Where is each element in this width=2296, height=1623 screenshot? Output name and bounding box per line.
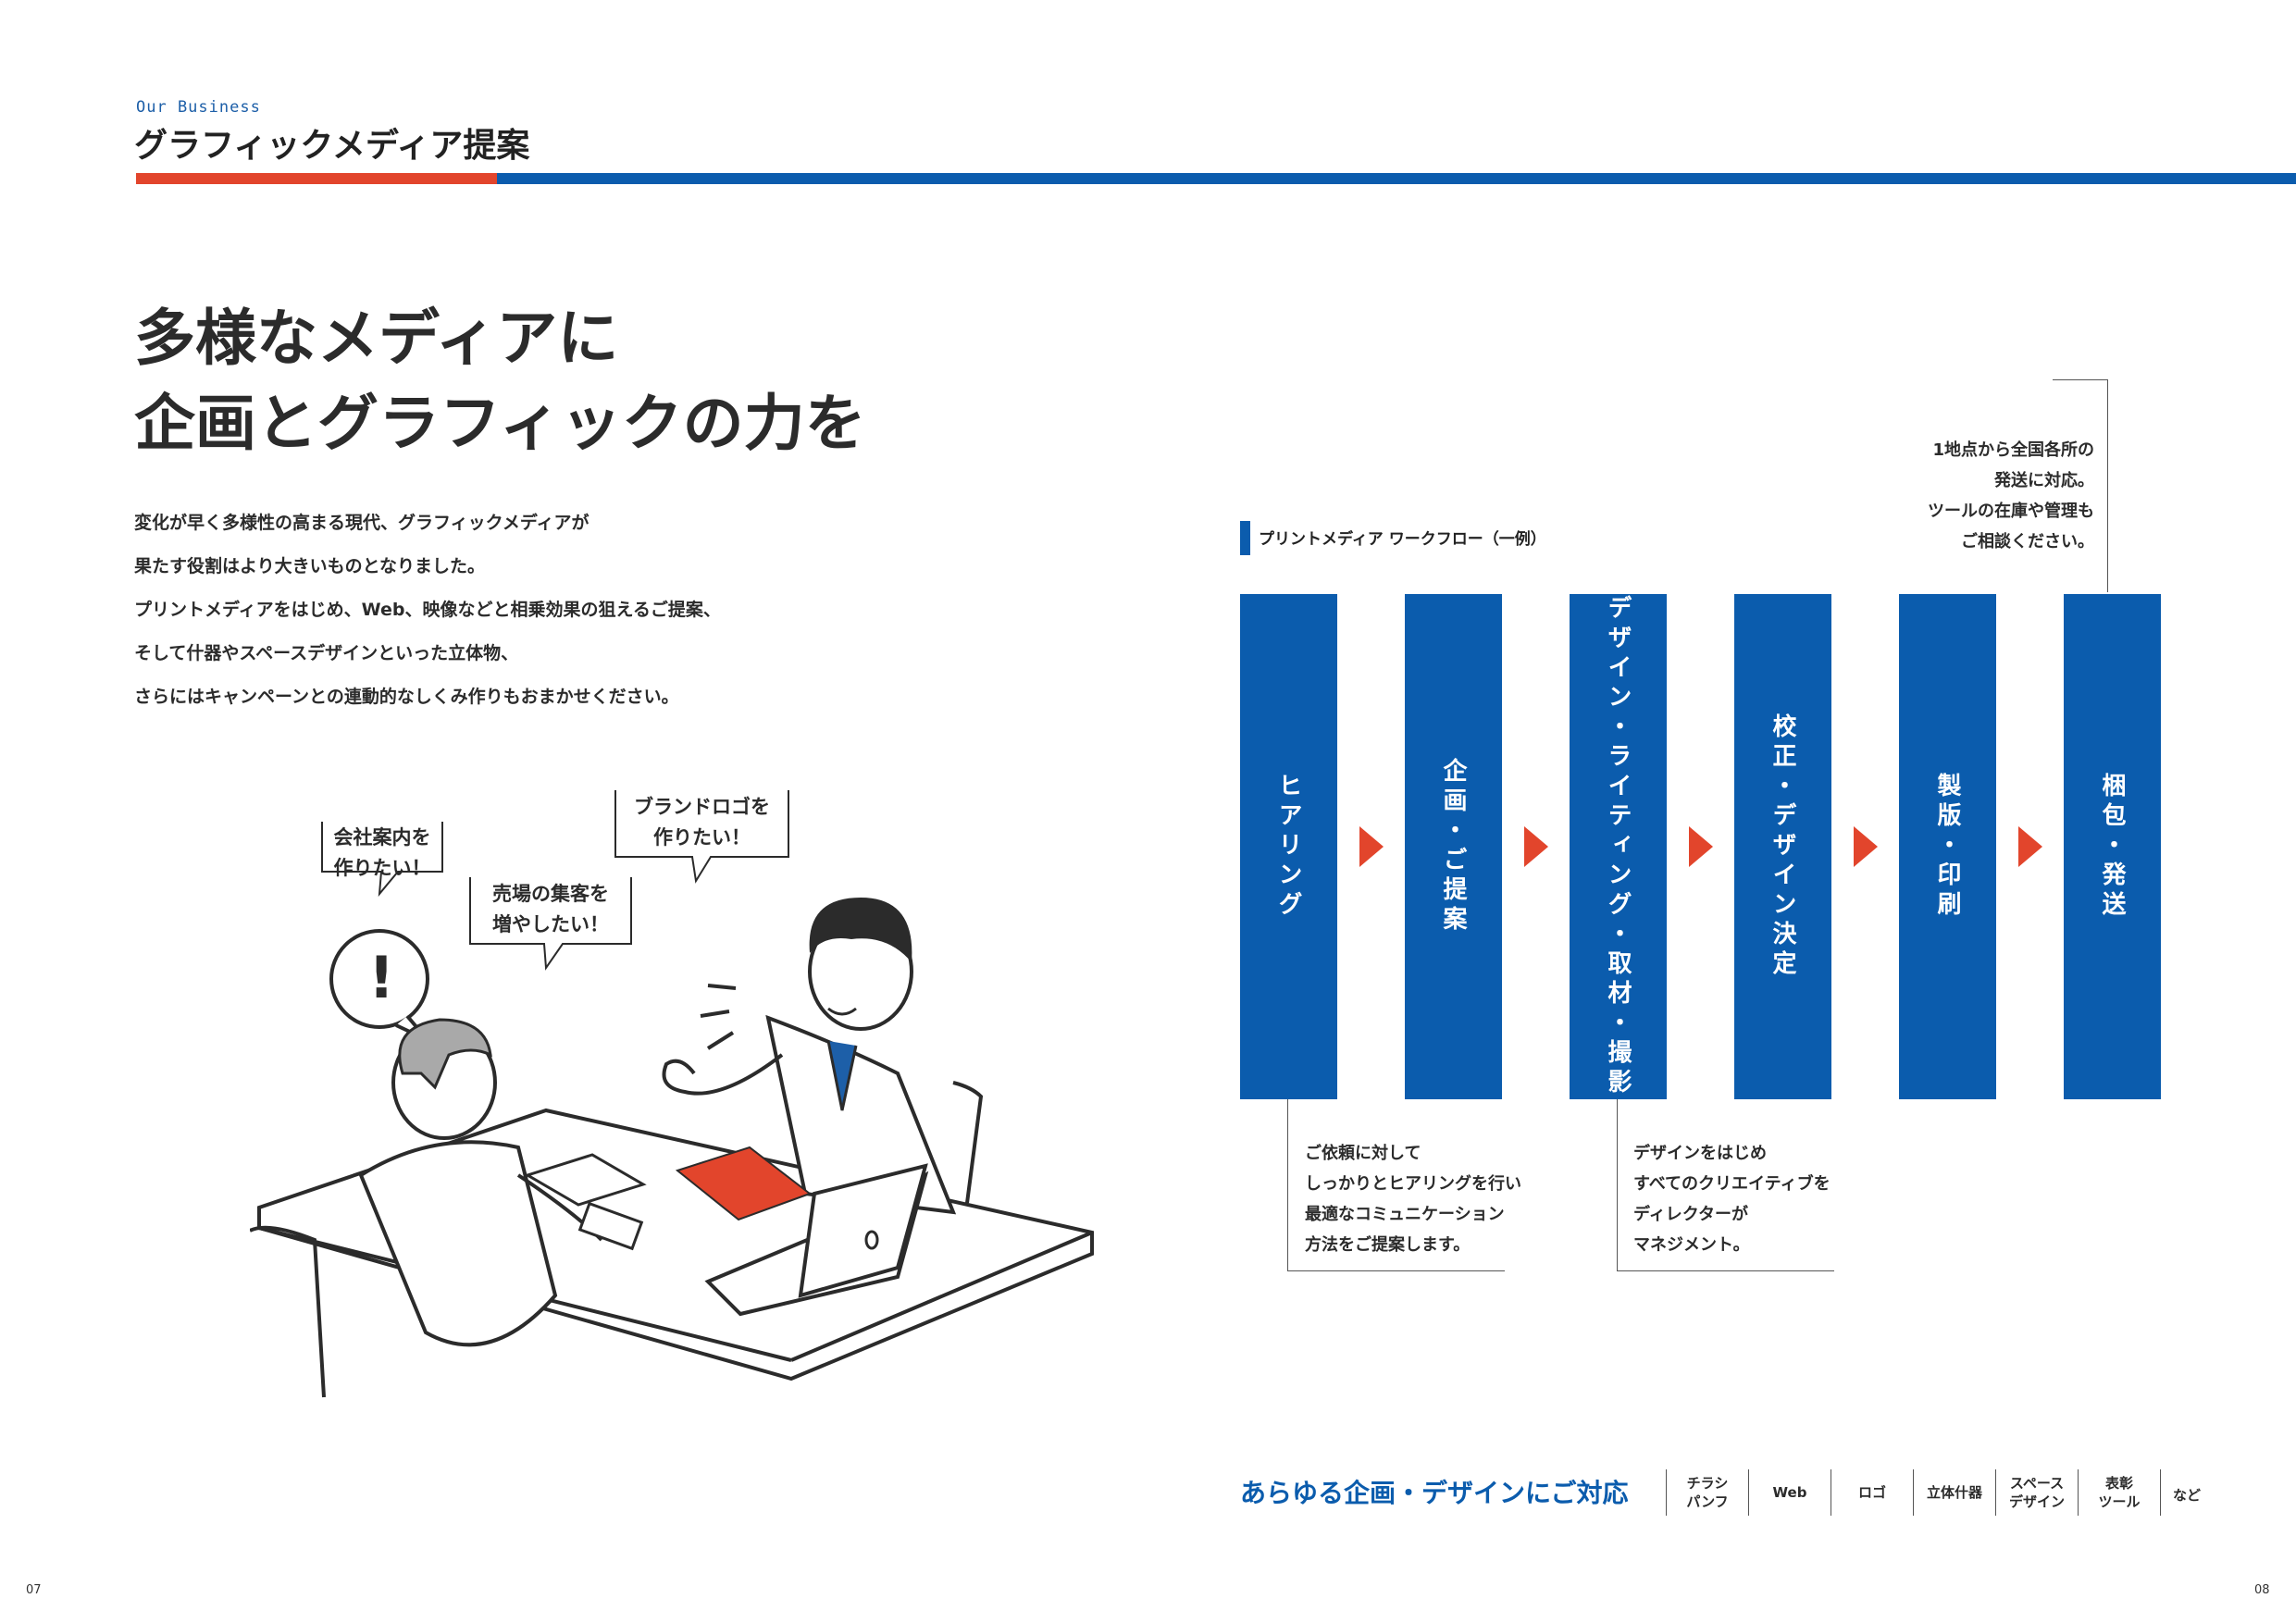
speech-bubble-1 bbox=[321, 822, 443, 898]
note-top: 1地点から全国各所の 発送に対応。 ツールの在庫や管理も ご相談ください。 bbox=[1832, 435, 2094, 557]
speech-bubble-3 bbox=[614, 790, 789, 884]
note-line: デザインをはじめ bbox=[1633, 1144, 1767, 1163]
arrow-right-icon bbox=[1854, 826, 1878, 867]
step-label: デザイン・ライティング・取材・撮影 bbox=[1604, 595, 1632, 1098]
note-mid-bracket bbox=[1617, 1099, 1834, 1271]
step-label: 梱包・発送 bbox=[2098, 773, 2126, 921]
note-line: しっかりとヒアリングを行い bbox=[1305, 1174, 1521, 1194]
tag-divider bbox=[2160, 1469, 2162, 1516]
services-caption: あらゆる企画・デザインにご対応 bbox=[1240, 1478, 1629, 1508]
tag-line: デザイン bbox=[2008, 1493, 2065, 1510]
page-number-left: 07 bbox=[26, 1583, 42, 1597]
note-line: すべてのクリエイティブを bbox=[1633, 1174, 1831, 1194]
note-line: マネジメント。 bbox=[1633, 1235, 1750, 1255]
speech-bubble-2-text: 売場の集客を 増やしたい！ bbox=[470, 879, 631, 940]
note-line: ご相談ください。 bbox=[1961, 532, 2094, 551]
step-label: 校正・デザイン決定 bbox=[1769, 713, 1796, 980]
workflow-step-hearing: ヒアリング bbox=[1240, 594, 1337, 1099]
body-line: 果たす役割はより大きいものとなりました。 bbox=[134, 556, 486, 576]
speech-line: 作りたい！ bbox=[333, 857, 431, 879]
tag-award-tool: 表彰ツール bbox=[2078, 1469, 2160, 1516]
chair-right bbox=[952, 1081, 984, 1204]
speech-line: ブランドロゴを bbox=[634, 796, 770, 818]
note-left: ご依頼に対して しっかりとヒアリングを行い 最適なコミュニケーション 方法をご提… bbox=[1305, 1138, 1521, 1260]
speech-line: 増やしたい！ bbox=[492, 913, 609, 935]
tag-line: ツール bbox=[2098, 1493, 2141, 1510]
workflow-step-planning: 企画・ご提案 bbox=[1405, 594, 1502, 1099]
exclamation-icon: ! bbox=[368, 944, 395, 1011]
note-line: 1地点から全国各所の bbox=[1932, 440, 2094, 460]
note-line: 最適なコミュニケーション bbox=[1305, 1205, 1505, 1224]
step-label: 製版・印刷 bbox=[1933, 773, 1961, 921]
eyebrow-label: Our Business bbox=[136, 98, 261, 117]
man-left-body bbox=[358, 1140, 558, 1347]
tag-line: スペース bbox=[2009, 1475, 2065, 1492]
page-number-right: 08 bbox=[2254, 1583, 2270, 1597]
tag-line: 表彰 bbox=[2104, 1475, 2133, 1492]
section-title: グラフィックメディア提案 bbox=[134, 127, 530, 165]
workflow-label-marker bbox=[1240, 521, 1250, 555]
note-line: 方法をご提案します。 bbox=[1305, 1235, 1471, 1255]
speech-bubble-1-text: 会社案内を 作りたい！ bbox=[322, 823, 442, 884]
note-line: 発送に対応。 bbox=[1994, 471, 2094, 490]
arrow-right-icon bbox=[1359, 826, 1384, 867]
note-top-line bbox=[2107, 379, 2110, 592]
note-top-rule bbox=[2053, 379, 2108, 382]
speech-line: 売場の集客を bbox=[492, 883, 609, 905]
speech-bubble-2 bbox=[469, 877, 632, 971]
workflow-step-printing: 製版・印刷 bbox=[1899, 594, 1996, 1099]
speech-line: 会社案内を bbox=[333, 826, 431, 849]
headline-line-1: 多様なメディアに bbox=[134, 303, 619, 374]
body-line: プリントメディアをはじめ、Web、映像などと相乗効果の狙えるご提案、 bbox=[134, 600, 721, 620]
workflow-step-shipping: 梱包・発送 bbox=[2064, 594, 2161, 1099]
body-line: 変化が早く多様性の高まる現代、グラフィックメディアが bbox=[134, 513, 590, 533]
speech-line: 作りたい！ bbox=[653, 826, 751, 849]
arrow-right-icon bbox=[1524, 826, 1548, 867]
workflow-step-proofing: 校正・デザイン決定 bbox=[1734, 594, 1831, 1099]
headline-line-2: 企画とグラフィックの力を bbox=[134, 388, 866, 459]
exclaim-bubble bbox=[329, 929, 429, 1029]
headline: 多様なメディアに 企画とグラフィックの力を bbox=[134, 296, 866, 466]
tag-line: チラシ bbox=[1686, 1475, 1729, 1492]
tag-fixture: 立体什器 bbox=[1913, 1469, 1995, 1516]
tag-logo: ロゴ bbox=[1831, 1469, 1913, 1516]
note-line: ツールの在庫や管理も bbox=[1928, 502, 2094, 521]
tie bbox=[826, 1040, 858, 1111]
tag-line: パンフ bbox=[1686, 1493, 1729, 1510]
tag-etc: など bbox=[2173, 1487, 2202, 1504]
note-mid: デザインをはじめ すべてのクリエイティブを ディレクターが マネジメント。 bbox=[1633, 1138, 1831, 1260]
body-line: そして什器やスペースデザインといった立体物、 bbox=[134, 643, 519, 663]
step-label: ヒアリング bbox=[1274, 773, 1302, 921]
note-left-bracket bbox=[1287, 1099, 1505, 1271]
header-rule-blue bbox=[497, 173, 2296, 184]
body-line: さらにはキャンペーンとの連動的なしくみ作りもおまかせください。 bbox=[134, 687, 679, 707]
tag-flyer: チラシパンフ bbox=[1666, 1469, 1748, 1516]
workflow-label: プリントメディア ワークフロー（一例） bbox=[1259, 530, 1546, 549]
meeting-illustration bbox=[250, 790, 1094, 1398]
tag-web: Web bbox=[1748, 1469, 1831, 1516]
tag-line: Web bbox=[1772, 1484, 1807, 1501]
header-rule-red bbox=[136, 173, 497, 184]
speech-bubble-3-text: ブランドロゴを 作りたい！ bbox=[615, 792, 788, 853]
arrow-right-icon bbox=[2018, 826, 2042, 867]
red-folder bbox=[675, 1146, 813, 1221]
tag-line: 立体什器 bbox=[1926, 1484, 1982, 1501]
body-text: 変化が早く多様性の高まる現代、グラフィックメディアが 果たす役割はより大きいもの… bbox=[134, 502, 721, 719]
tag-line: ロゴ bbox=[1857, 1484, 1886, 1501]
workflow-step-design: デザイン・ライティング・取材・撮影 bbox=[1570, 594, 1667, 1099]
note-line: ご依頼に対して bbox=[1305, 1144, 1421, 1163]
tag-space-design: スペースデザイン bbox=[1995, 1469, 2078, 1516]
desk bbox=[257, 1108, 1094, 1381]
step-label: 企画・ご提案 bbox=[1439, 758, 1467, 935]
arrow-right-icon bbox=[1689, 826, 1713, 867]
note-line: ディレクターが bbox=[1633, 1205, 1749, 1224]
